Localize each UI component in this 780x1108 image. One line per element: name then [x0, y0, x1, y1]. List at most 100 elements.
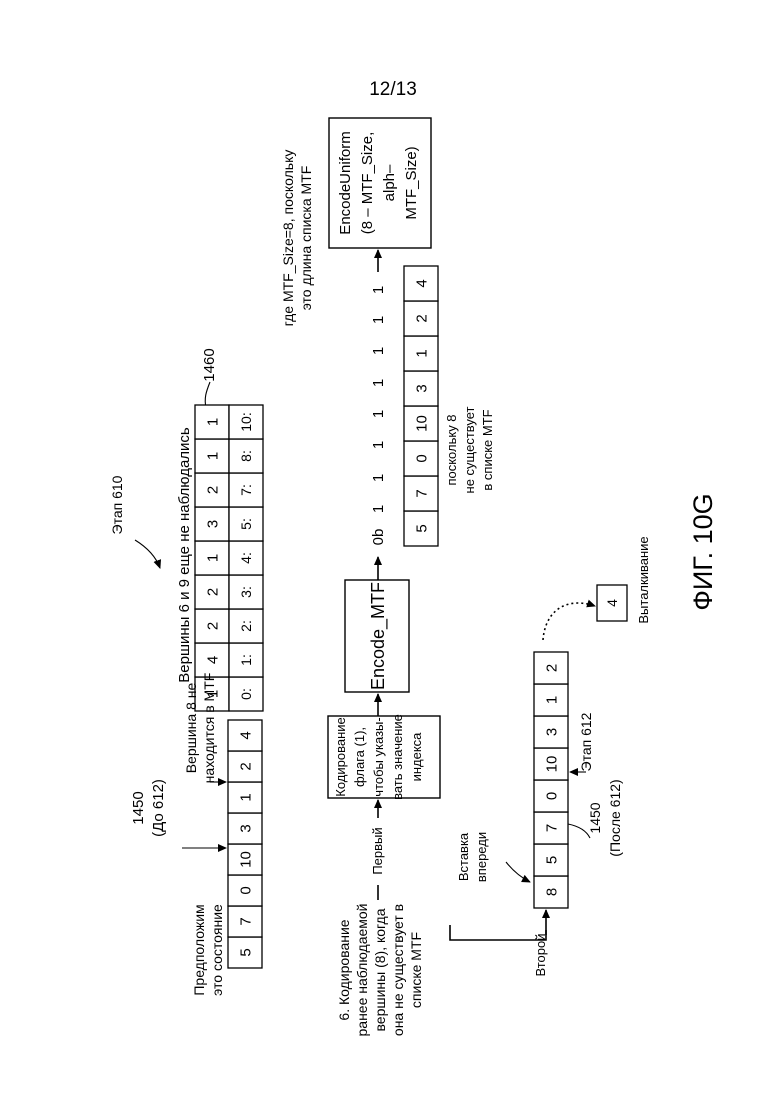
where-line-2: это длина списка MTF — [298, 166, 314, 311]
page-number: 12/13 — [369, 79, 417, 100]
mtf-after-value: 8 — [543, 888, 560, 896]
flag-line-3: чтобы указы- — [371, 717, 386, 796]
ref-1450-before-num: 1450 — [130, 791, 147, 824]
since-line-2: не существует — [462, 406, 477, 493]
first-label: Первый — [370, 827, 385, 874]
table-1460-vertex-value: 1: — [238, 654, 254, 666]
second-label: Второй — [533, 934, 548, 977]
mtf-after-value: 0 — [543, 792, 560, 800]
ref-1450-after: 1450 (После 612) — [587, 779, 623, 856]
bit-one: 1 — [370, 410, 387, 418]
ref-1450-before: 1450 (До 612) — [130, 779, 167, 837]
mtf-compare-value: 10 — [413, 415, 430, 432]
ref-1450-after-num: 1450 — [587, 802, 603, 833]
table-1460-vertex-value: 7: — [238, 484, 254, 496]
flag-line-1: Кодирование — [333, 717, 348, 797]
step6-line-3: вершины (8), когда — [372, 908, 388, 1031]
step-612-label: Этап 612 — [578, 712, 594, 771]
since-line-1: поскольку 8 — [444, 414, 459, 485]
second-connector — [450, 925, 546, 940]
table-1460-count-value: 3 — [204, 520, 221, 528]
bit-one: 1 — [370, 379, 387, 387]
mtf-compare-value: 5 — [413, 524, 430, 532]
step6-text: 6. Кодирование ранее наблюдаемой вершины… — [336, 903, 424, 1036]
table-1460-vertex-value: 3: — [238, 586, 254, 598]
table-1460-vertex-value: 4: — [238, 552, 254, 564]
mtf-before-value: 5 — [237, 948, 254, 956]
assume-line-1: Предположим — [191, 904, 207, 995]
mtf-before-value: 10 — [237, 851, 254, 868]
mtf-list-after: 857010312 — [534, 652, 568, 908]
table-1460-count-value: 4 — [204, 656, 221, 664]
assume-line-2: это состояние — [209, 904, 225, 996]
bit-one: 1 — [370, 441, 387, 449]
uniform-line-1: EncodeUniform — [337, 131, 354, 234]
mtf-after-value: 5 — [543, 856, 560, 864]
table-1460-vertex-value: 2: — [238, 620, 254, 632]
push-out-label: Выталкивание — [636, 536, 651, 623]
mtf-before-value: 0 — [237, 886, 254, 894]
flag-line-4: вать значение — [390, 714, 405, 800]
table-1460-count-value: 2 — [204, 486, 221, 494]
since-note: поскольку 8 не существует в списке MTF — [444, 406, 495, 493]
assume-text: Предположим это состояние — [191, 904, 225, 996]
flag-line-5: индекса — [409, 732, 424, 782]
table-1460-count-value: 2 — [204, 622, 221, 630]
table-1460-vertex-value: 8: — [238, 450, 254, 462]
bit-ones: 1 1 1 1 1 1 1 1 — [370, 286, 387, 513]
uniform-line-3: alph– — [381, 164, 398, 201]
step6-line-4: она не существует в — [390, 904, 406, 1036]
bit-one: 1 — [370, 347, 387, 355]
vertex8-line-1: Вершина 8 не — [183, 683, 199, 774]
table-1460: 142213211 0:1:2:3:4:5:7:8:10: — [195, 405, 263, 711]
mtf-compare-value: 0 — [413, 454, 430, 462]
bit-one: 1 — [370, 505, 387, 513]
mtf-compare-value: 2 — [413, 314, 430, 322]
insert-line-1: Вставка — [456, 832, 471, 881]
step6-line-1: 6. Кодирование — [336, 919, 352, 1020]
mtf-after-value: 10 — [543, 756, 560, 773]
popped-value: 4 — [604, 599, 620, 607]
mtf-before-value: 7 — [237, 917, 254, 925]
vertices-unseen-note: Вершины 6 и 9 еще не наблюдались — [176, 427, 193, 683]
mtf-compare-value: 7 — [413, 489, 430, 497]
mtf-after-value: 7 — [543, 824, 560, 832]
where-note: где MTF_Size=8, поскольку это длина спис… — [280, 150, 314, 327]
ref-1460: 1460 — [201, 348, 218, 381]
mtf-compare-value: 1 — [413, 349, 430, 357]
insert-front-note: Вставка впереди — [456, 832, 489, 882]
step6-line-2: ранее наблюдаемой — [354, 903, 370, 1036]
mtf-after-value: 3 — [543, 728, 560, 736]
flag-line-2: флага (1), — [352, 727, 367, 787]
ref-1450-after-sub: (После 612) — [607, 779, 623, 856]
mtf-before-value: 3 — [237, 824, 254, 832]
uniform-line-4: MTF_Size) — [403, 146, 420, 219]
insert-front-arrow — [506, 862, 530, 882]
bit-one: 1 — [370, 316, 387, 324]
ref-1460-leader — [205, 382, 210, 408]
table-1460-count-value: 1 — [204, 452, 221, 460]
mtf-after-value: 2 — [543, 664, 560, 672]
mtf-before-value: 2 — [237, 762, 254, 770]
mtf-compare-value: 4 — [413, 279, 430, 287]
table-1460-count-value: 2 — [204, 588, 221, 596]
encode-mtf-label: Encode_MTF — [368, 582, 389, 690]
mtf-before-value: 4 — [237, 731, 254, 739]
step-610-arrow — [135, 540, 160, 568]
insert-line-2: впереди — [474, 832, 489, 882]
mtf-compare-value: 3 — [413, 384, 430, 392]
table-1460-count-value: 1 — [204, 554, 221, 562]
table-1460-vertex-value: 0: — [238, 688, 254, 700]
step6-line-5: списке MTF — [408, 932, 424, 1008]
step-610-label: Этап 610 — [109, 475, 125, 534]
mtf-list-compare: 5 7 0 10 3 1 2 4 — [404, 266, 438, 546]
table-1460-vertex-value: 5: — [238, 518, 254, 530]
mtf-list-before: 570103124 — [228, 720, 262, 968]
figure-label: ФИГ. 10G — [688, 493, 718, 610]
ref-1450-before-sub: (До 612) — [150, 779, 167, 837]
uniform-line-2: (8 – MTF_Size, — [359, 132, 376, 235]
table-1460-vertex-value: 10: — [238, 412, 254, 431]
bit-one: 1 — [370, 286, 387, 294]
